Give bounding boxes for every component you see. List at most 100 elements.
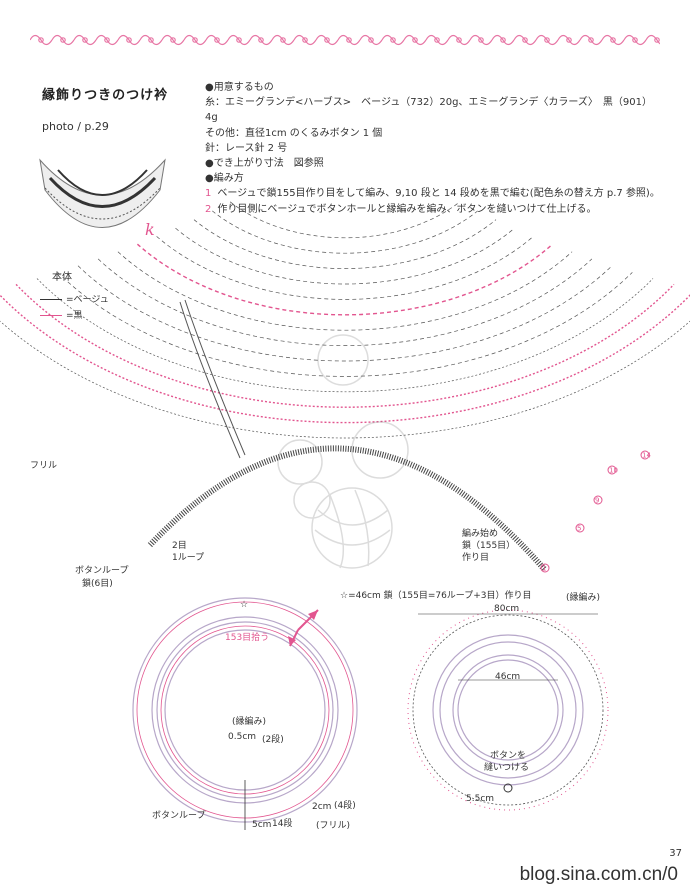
stitch-row xyxy=(97,258,593,346)
ornament-wave xyxy=(425,34,449,46)
legend-beige-line xyxy=(40,299,62,300)
button-loop-label: ボタンループ xyxy=(75,566,129,576)
ornament-wave xyxy=(645,34,660,45)
top-ornament-border xyxy=(30,34,660,46)
foundation-chain xyxy=(147,445,548,572)
ornament-dot xyxy=(192,37,198,43)
right-ring-diagram xyxy=(407,609,609,811)
row-marker-circle xyxy=(593,495,603,505)
w5-label: 5cm xyxy=(252,820,272,830)
ornament-wave xyxy=(95,34,119,46)
w05-label: 0.5cm xyxy=(228,732,257,742)
method-heading: ●編み方 xyxy=(205,173,244,185)
page-number: 37 xyxy=(669,848,682,859)
row-marker-circle xyxy=(575,523,585,533)
ornament-dot xyxy=(214,37,220,43)
w2-label: 2cm xyxy=(312,802,332,812)
left-button-loop: ボタンループ xyxy=(152,811,206,821)
yarn-line-1: 糸：エミーグランデ<ハーブス> ベージュ（732）20g、エミーグランデ〈カラー… xyxy=(205,97,653,109)
loop-rows-label: 2目 xyxy=(172,541,187,551)
stitch-row xyxy=(229,201,461,239)
outer-width: 80cm xyxy=(494,604,520,614)
stitch-row xyxy=(0,294,690,424)
stitch-row xyxy=(193,219,497,269)
rows4-label: (4段) xyxy=(334,801,356,811)
ornament-dot xyxy=(148,37,154,43)
ornament-wave xyxy=(535,34,559,46)
button-note-2: 縫いつける xyxy=(484,763,530,773)
stitch-row xyxy=(36,278,654,393)
ornament-wave xyxy=(183,34,207,46)
rows14-label: 14段 xyxy=(272,819,293,829)
ornament-dot xyxy=(500,37,506,43)
ornament-wave xyxy=(161,34,185,46)
row-marker-circle xyxy=(607,465,617,475)
row-marker-circle xyxy=(640,450,650,460)
ornament-wave xyxy=(359,34,383,46)
ornament-dot xyxy=(60,37,66,43)
left-edge-label: (縁編み) xyxy=(232,717,267,727)
pick-up-label: 153目拾う xyxy=(225,633,270,643)
watermark: blog.sina.com.cn/0 xyxy=(519,864,678,885)
ornament-dot xyxy=(82,37,88,43)
yarn-line-2: 4g xyxy=(205,112,218,124)
ornament-wave xyxy=(315,34,339,46)
left-star: ☆ xyxy=(240,600,249,610)
ornament-wave xyxy=(447,34,471,46)
ornament-wave xyxy=(491,34,515,46)
needle-info: 針：レース針 2 号 xyxy=(205,142,288,154)
left-frill-label: (フリル) xyxy=(316,821,351,831)
ornament-dot xyxy=(456,37,462,43)
ornament-dot xyxy=(258,37,264,43)
ornament-wave xyxy=(469,34,493,46)
row-marker-label: 5 xyxy=(577,525,581,533)
stitch-row xyxy=(117,251,573,331)
stitch-row xyxy=(77,265,613,362)
start-label: 編み始め xyxy=(462,529,499,539)
ornament-wave xyxy=(73,34,97,46)
ornament-dot xyxy=(236,37,242,43)
row-marker-label: 14 xyxy=(642,452,651,460)
ornament-dot xyxy=(302,37,308,43)
start-chain-label: 鎖（155目） xyxy=(462,541,516,551)
stitch-row xyxy=(15,283,675,408)
left-ring-diagram xyxy=(132,597,358,830)
ornament-dot xyxy=(368,37,374,43)
materials-section: ●用意するもの 糸：エミーグランデ<ハーブス> ベージュ（732）20g、エミー… xyxy=(205,80,675,217)
other-materials: その他：直径1cm のくるみボタン 1 個 xyxy=(205,127,383,139)
stitch-row xyxy=(57,272,633,377)
ornament-wave xyxy=(381,34,405,46)
ornament-dot xyxy=(412,37,418,43)
ornament-dot xyxy=(170,37,176,43)
ornament-dot xyxy=(104,37,110,43)
chain6-label: 鎖(6目) xyxy=(82,579,113,589)
legend-beige: =ベージュ xyxy=(66,295,109,305)
ornament-wave xyxy=(403,34,427,46)
ornament-dot xyxy=(654,37,660,43)
row-marker-label: 10 xyxy=(609,467,618,475)
collar-photo: k xyxy=(39,158,166,239)
button-note-1: ボタンを xyxy=(490,751,527,761)
ornament-wave xyxy=(51,34,75,46)
stitch-row xyxy=(136,243,554,316)
materials-heading: ●用意するもの xyxy=(205,82,274,93)
ornament-dot xyxy=(522,37,528,43)
ornament-dot xyxy=(610,37,616,43)
ornament-wave xyxy=(579,34,603,46)
stitch-row xyxy=(175,227,515,285)
frill-label: フリル xyxy=(30,461,58,471)
ornament-dot xyxy=(632,37,638,43)
row-marker-label: 1 xyxy=(542,565,546,573)
w55-label: 5.5cm xyxy=(466,794,495,804)
ornament-wave xyxy=(601,34,625,46)
foundation-note: ☆=46cm 鎖（155目=76ループ+3目）作り目 xyxy=(340,591,532,601)
rows2-label: (2段) xyxy=(262,735,284,745)
ornament-dot xyxy=(566,37,572,43)
ornament-wave xyxy=(623,34,647,46)
ornament-dot xyxy=(544,37,550,43)
ornament-dot xyxy=(346,37,352,43)
legend-black-line xyxy=(40,315,62,316)
photo-mark: k xyxy=(145,220,155,239)
